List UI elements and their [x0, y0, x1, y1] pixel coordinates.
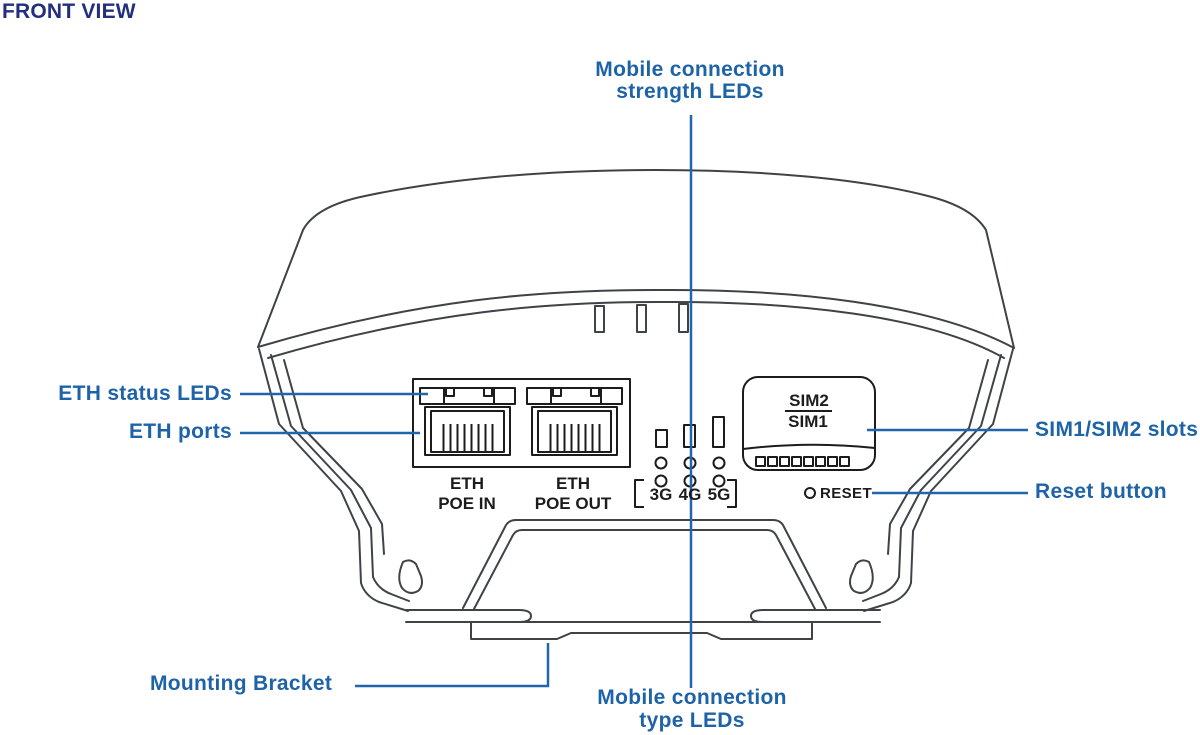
port-clip-notch	[483, 387, 493, 397]
sim-slot-cover	[742, 376, 876, 471]
right-rib-inner	[887, 359, 989, 555]
callout-mounting-bracket: Mounting Bracket	[150, 672, 333, 695]
led-circle	[654, 474, 668, 488]
left-rib-inner	[283, 359, 385, 555]
port-clip-notch	[590, 387, 600, 397]
port-led-strip	[419, 387, 516, 405]
led-circle	[712, 456, 726, 470]
sim-slot-group	[742, 376, 876, 471]
port-body-inner	[537, 410, 612, 453]
right-foot-pill	[750, 609, 881, 623]
lower-shell	[405, 519, 881, 640]
visor-band-upper	[257, 288, 1015, 349]
mounting-bracket-outline	[470, 621, 813, 640]
side-ribs-right	[849, 348, 1014, 612]
eth-ports-frame	[412, 378, 631, 468]
callout-lines	[240, 115, 1028, 688]
eth-poe-in-label-line2: POE IN	[438, 494, 496, 513]
device-outline	[257, 169, 1015, 640]
port-body-outer	[531, 406, 618, 456]
led-4g-label: 4G	[678, 485, 702, 504]
sim-connector-squares	[755, 456, 850, 467]
right-rib-middle	[862, 354, 1002, 602]
port-body-inner	[430, 410, 505, 453]
sim2-label: SIM2	[789, 391, 829, 410]
mobile-type-leds	[634, 456, 737, 508]
sim-cover-seam	[742, 443, 876, 450]
callout-eth-ports: ETH ports	[128, 420, 232, 443]
right-rib-outer	[863, 348, 1014, 612]
callout-reset-button: Reset button	[1035, 480, 1167, 503]
callout-type-leds: Mobile connection type LEDs	[597, 686, 786, 732]
lower-trapezoid-inner	[473, 529, 816, 610]
eth-ports-group	[412, 378, 631, 468]
right-bracket-glyph	[727, 479, 737, 508]
port-clip-notch	[445, 387, 455, 397]
led-3g-label: 3G	[649, 485, 673, 504]
signal-strength-bars	[655, 416, 725, 448]
left-bracket-glyph	[634, 479, 644, 508]
mounting-bracket-leader-line	[355, 643, 550, 688]
left-rib-middle	[270, 354, 410, 602]
eth-poe-out-label-line1: ETH	[555, 474, 590, 493]
eth-poe-out-label: ETH POE OUT	[535, 474, 612, 514]
port-clip-notch	[552, 387, 562, 397]
led-circle	[654, 456, 668, 470]
vent-slot	[678, 303, 689, 333]
left-rib-outer	[258, 348, 409, 612]
vent-slot	[636, 304, 647, 333]
vent-slot	[594, 305, 605, 333]
left-foot-pill	[405, 609, 532, 623]
left-rib-hook	[398, 559, 423, 594]
led-5g-label: 5G	[707, 485, 731, 504]
port-pins	[549, 424, 601, 451]
reset-button-circle	[804, 487, 816, 499]
visor-band-lower	[267, 300, 1005, 359]
dome-outline	[257, 169, 1015, 349]
signal-bar-small	[655, 429, 668, 448]
right-rib-hook	[849, 559, 874, 594]
callout-type-leds-line1: Mobile connection	[597, 686, 787, 709]
signal-bar-medium	[683, 424, 696, 448]
port-pins	[442, 424, 494, 451]
reset-label: RESET	[820, 485, 873, 502]
page-title: FRONT VIEW	[2, 0, 136, 23]
callout-strength-leds: Mobile connection strength LEDs	[595, 59, 784, 103]
eth-port-poe-out	[526, 387, 623, 456]
eth-poe-in-label: ETH POE IN	[438, 474, 496, 514]
signal-bar-large	[712, 416, 725, 448]
eth-poe-out-label-line2: POE OUT	[534, 494, 612, 513]
callout-strength-leds-line1: Mobile connection	[595, 58, 785, 81]
port-led-strip	[526, 387, 623, 405]
led-circle	[712, 474, 726, 488]
eth-poe-in-label-line1: ETH	[450, 474, 484, 493]
callout-strength-leds-line2: strength LEDs	[616, 80, 764, 103]
callout-sim-slots: SIM1/SIM2 slots	[1035, 418, 1199, 441]
side-ribs-left	[258, 348, 423, 612]
callout-type-leds-line2: type LEDs	[639, 709, 745, 732]
port-body-outer	[424, 406, 511, 456]
lower-trapezoid-outer	[462, 519, 827, 609]
eth-port-poe-in	[419, 387, 516, 456]
sim1-label: SIM1	[788, 412, 828, 431]
callout-eth-status-leds: ETH status LEDs	[58, 382, 232, 405]
